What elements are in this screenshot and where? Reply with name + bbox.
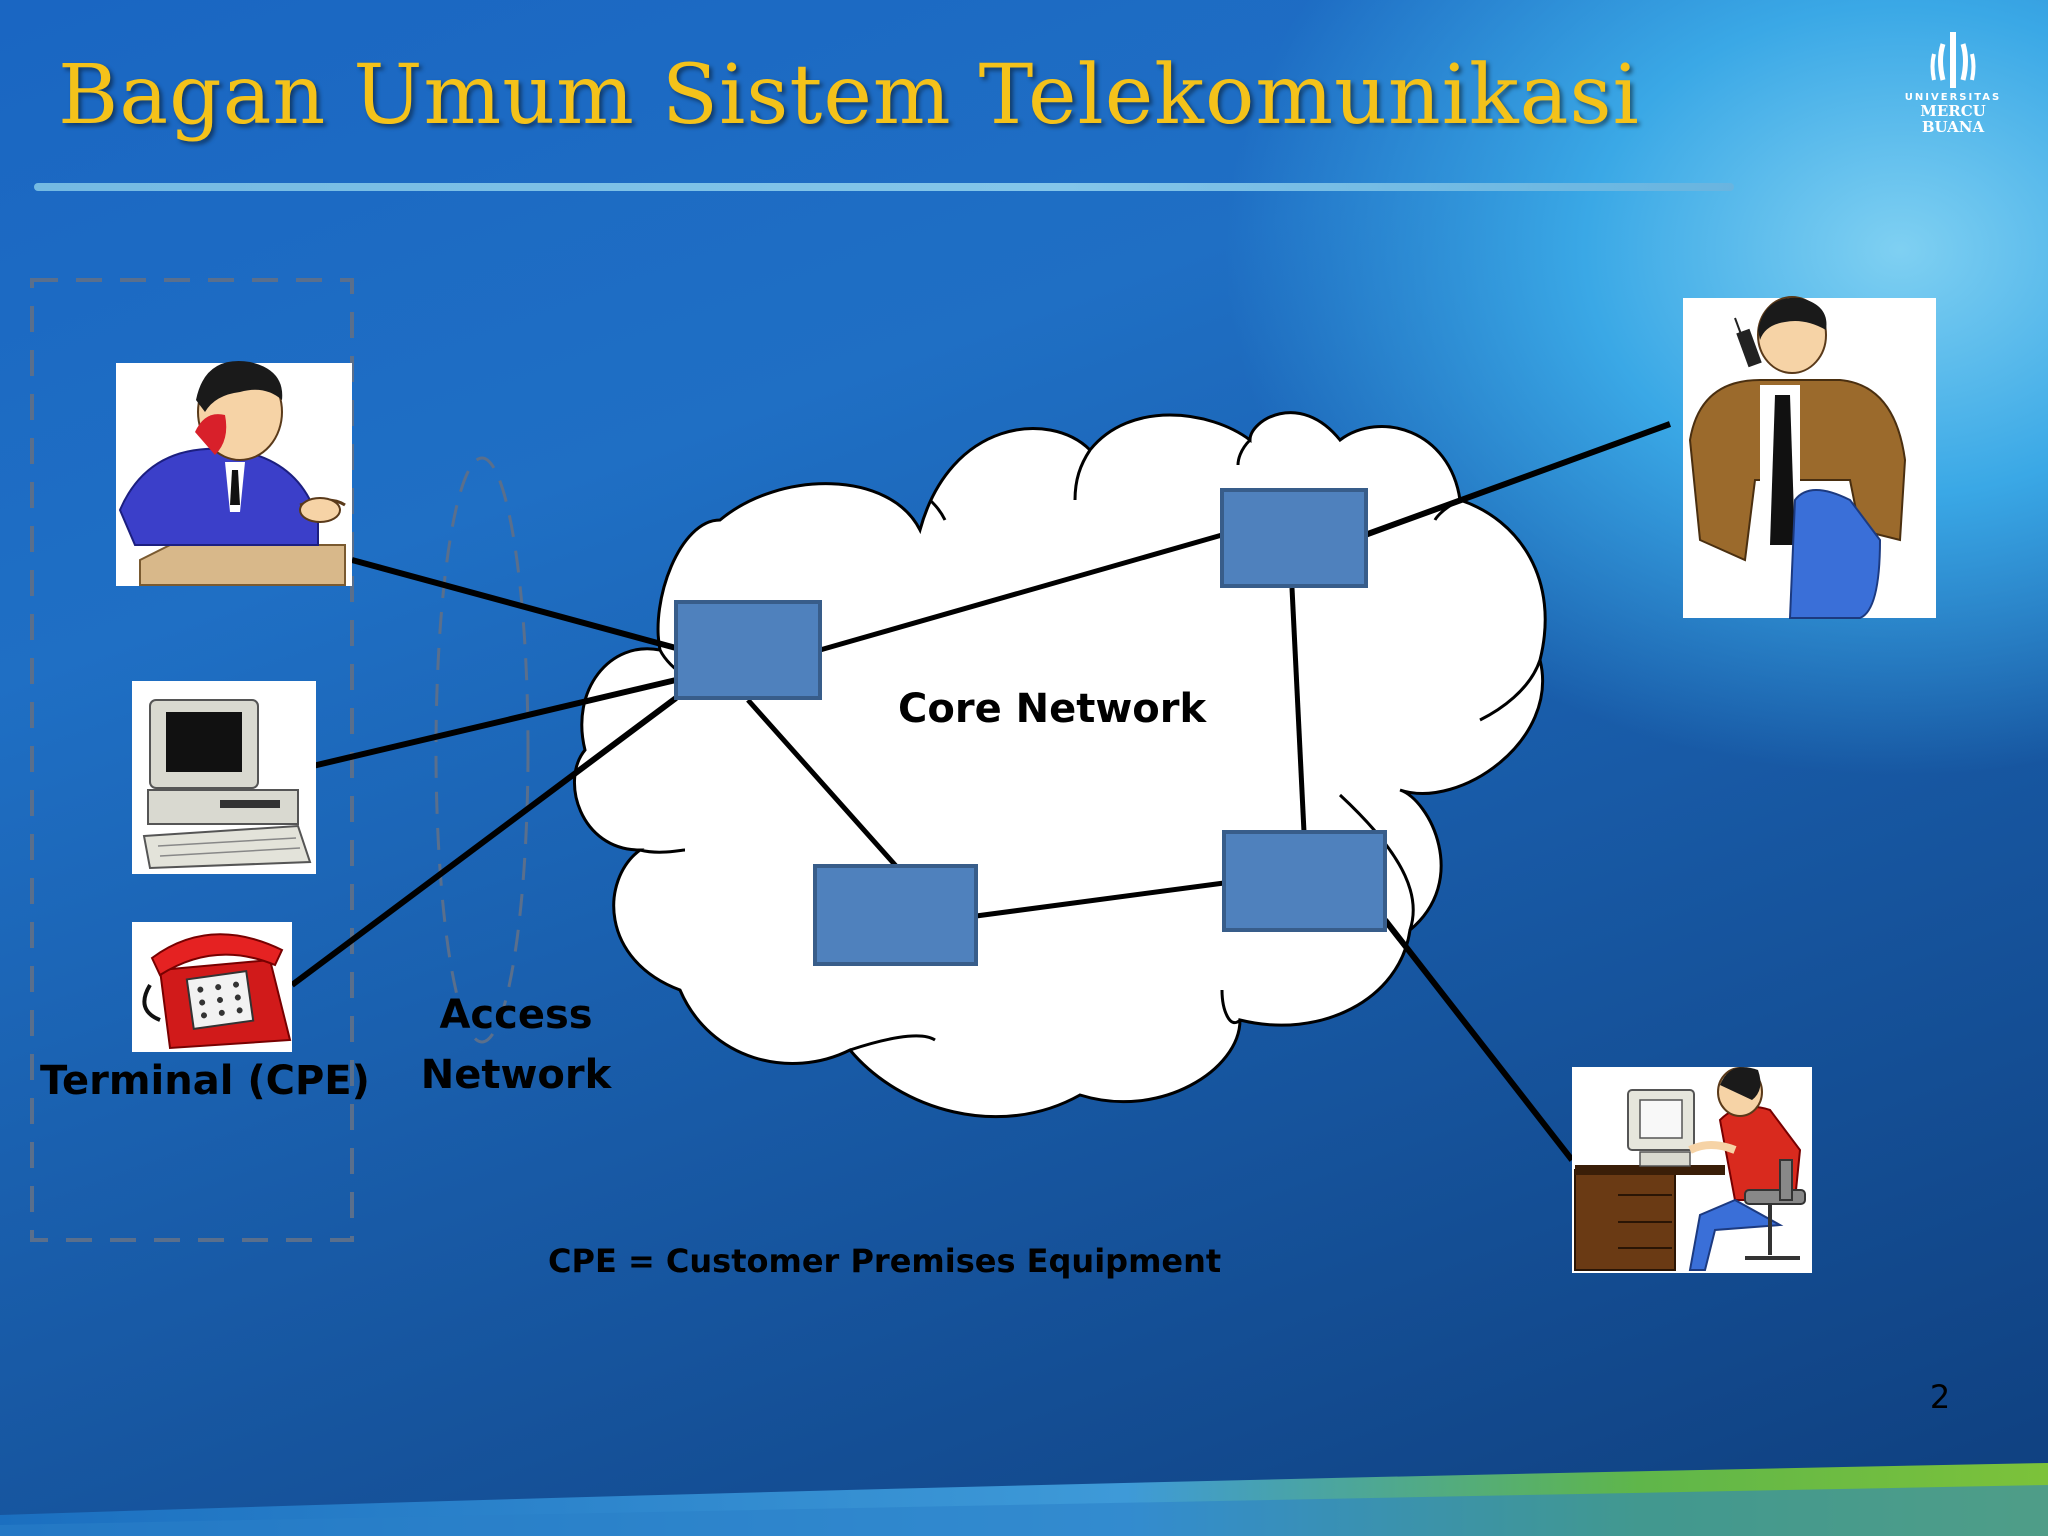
- core-nodes: [674, 488, 1387, 966]
- core-links: [746, 532, 1307, 919]
- terminal-group-box: [30, 278, 354, 1242]
- footer-swoosh: [0, 1463, 2048, 1536]
- network-node-2: [1220, 488, 1368, 588]
- mercu-buana-logo-icon: [1930, 32, 1976, 88]
- cpe-footnote: CPE = Customer Premises Equipment: [548, 1242, 1221, 1280]
- logo-line2: MERCU BUANA: [1920, 102, 1986, 136]
- link-telephone-to-node1: [290, 695, 678, 988]
- network-node-1: [674, 600, 822, 700]
- terminal-cpe-label: Terminal (CPE): [40, 1058, 370, 1104]
- link-node2-to-mobile-user: [1363, 421, 1672, 538]
- link-node4-to-computer-user: [1382, 918, 1575, 1162]
- title-underline: [34, 183, 1734, 191]
- man-phone-desk-icon: [116, 361, 352, 586]
- university-logo: UNIVERSITAS MERCU BUANA: [1888, 30, 2018, 135]
- network-node-3: [813, 864, 978, 966]
- link-computer-to-node1: [261, 677, 677, 781]
- logo-line1: UNIVERSITAS: [1904, 92, 2002, 103]
- core-link-2-4: [1289, 587, 1307, 833]
- man-mobile-phone-icon: [1683, 296, 1936, 619]
- link-phone-desk-to-node1: [351, 557, 677, 651]
- core-network-cloud: [572, 411, 1547, 1119]
- man-computer-desk-icon: [1572, 1067, 1812, 1273]
- core-network-label: Core Network: [898, 686, 1208, 732]
- page-number: 2: [1929, 1378, 1951, 1416]
- computer-icon: [132, 681, 316, 874]
- network-links: [261, 421, 1672, 1162]
- access-network-label-line2: Network: [421, 1052, 613, 1098]
- network-node-4: [1222, 830, 1387, 932]
- core-link-1-2: [819, 532, 1223, 653]
- slide-title: Bagan Umum Sistem Telekomunikasi: [58, 48, 1640, 143]
- core-link-3-4: [975, 880, 1225, 919]
- core-link-1-3: [746, 698, 898, 868]
- access-network-ellipse: [434, 456, 530, 1044]
- access-network-label-line1: Access: [439, 992, 592, 1038]
- red-telephone-icon: [132, 922, 292, 1052]
